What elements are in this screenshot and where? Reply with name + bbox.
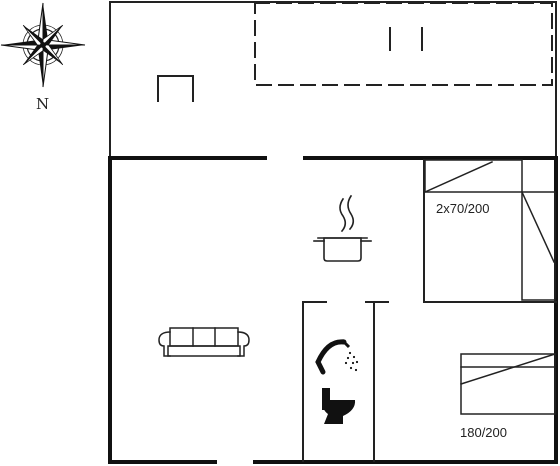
dashed-structure — [254, 2, 553, 86]
bed-label-bottom: 180/200 — [460, 425, 507, 440]
toilet-icon — [322, 388, 356, 424]
bed-label-top: 2x70/200 — [436, 201, 490, 216]
terrace-outline — [109, 1, 557, 159]
outdoor-furniture — [157, 75, 194, 102]
sofa-icon — [158, 327, 250, 357]
compass-rose-icon — [0, 2, 86, 88]
cooking-pot-icon — [313, 194, 372, 262]
shower-icon — [315, 338, 359, 375]
compass-north-label: N — [36, 95, 50, 113]
bed-icon — [424, 159, 556, 415]
